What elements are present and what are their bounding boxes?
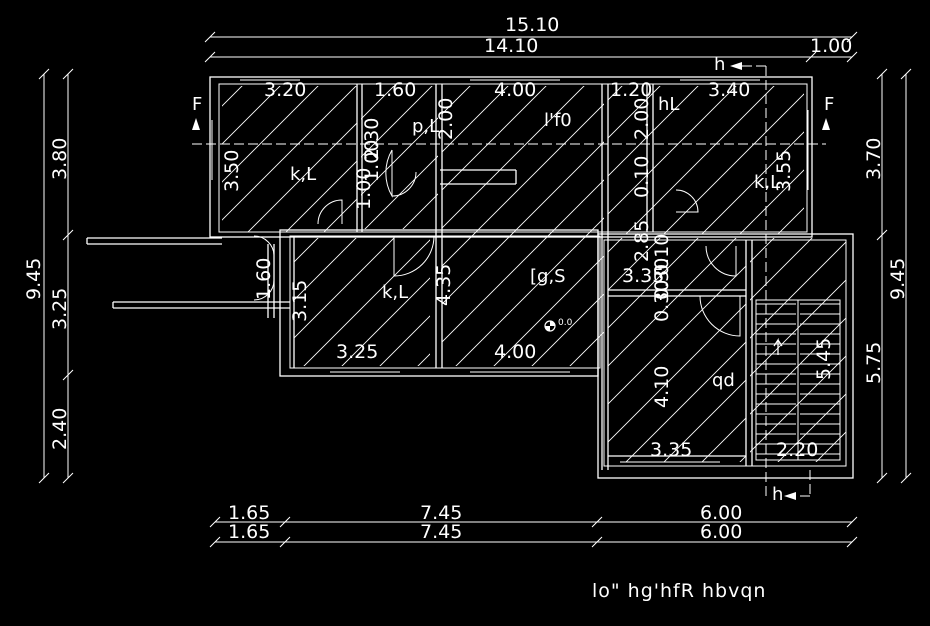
section-mark-top: h — [714, 54, 725, 75]
dimension-lines — [38, 31, 912, 548]
dim-left-3: 2.40 — [49, 408, 71, 450]
dim-bottom-1a: 1.65 — [228, 502, 270, 524]
top-center-label: l'f0 — [544, 110, 572, 131]
dim-bottom-2b: 7.45 — [420, 521, 462, 543]
hatch-c5 — [294, 238, 430, 366]
dim-right-overall: 9.45 — [887, 258, 909, 300]
small-top-dim-5: 0.30 — [651, 258, 673, 300]
room2-label: k,L — [382, 282, 408, 303]
section-mark-bottom: h — [772, 484, 783, 505]
section-arrow-bottom-icon — [784, 492, 796, 500]
wc-width: 1.60 — [374, 79, 416, 101]
hatch-c4 — [608, 86, 804, 234]
dim-left-overall: 9.45 — [23, 258, 45, 300]
top-right-width: 3.40 — [708, 79, 750, 101]
right-mid-width: 3.35 — [622, 265, 664, 287]
dim-left-2: 3.25 — [49, 288, 71, 330]
section-mark-right: F — [824, 94, 834, 115]
dim-right-1: 3.70 — [863, 138, 885, 180]
dim-top-overall: 15.10 — [505, 14, 559, 36]
hatch-c7 — [750, 238, 846, 462]
dim-bottom-2a: 7.45 — [420, 502, 462, 524]
dim-right-2: 5.75 — [863, 342, 885, 384]
windows — [211, 79, 809, 463]
hatch-c1 — [222, 86, 357, 232]
stair-width: 2.20 — [776, 439, 818, 461]
room1-width: 3.20 — [264, 79, 306, 101]
section-arrow-right-icon — [822, 118, 830, 130]
top-right-label2: hL — [658, 94, 679, 115]
small-top-dim-3: 2.85 — [631, 220, 653, 262]
small-top-dim-4: 0.10 — [651, 234, 673, 276]
section-mark-left: F — [192, 94, 202, 115]
dim-top-right: 1.00 — [810, 35, 852, 57]
pasage-label: p,L — [412, 116, 439, 137]
hatch-c6 — [608, 238, 746, 462]
small-top-dim-1: 2.00 — [631, 98, 653, 140]
kitchen-label: qd — [712, 370, 735, 391]
dim-bottom-1b: 1.65 — [228, 521, 270, 543]
room2-side: 1.60 — [253, 258, 275, 300]
stair-treads — [756, 300, 840, 460]
wc-d2: 1.00 — [353, 168, 375, 210]
section-lines — [192, 62, 830, 500]
dim-bottom-3a: 6.00 — [700, 502, 742, 524]
stair-depth: 5.45 — [813, 338, 835, 380]
room1-depth: 3.50 — [221, 150, 243, 192]
hatch-c2 — [361, 86, 438, 229]
pasage-dim: 2.00 — [435, 98, 457, 140]
wc-depth: 2.30 — [361, 118, 383, 160]
top-right-label: k,L — [754, 172, 780, 193]
dim-left-1: 3.80 — [49, 138, 71, 180]
drawing-title: lo" hg'hfR hbvqn — [592, 580, 766, 602]
small-top-dim-2: 0.10 — [631, 156, 653, 198]
level-value: 0.0 — [558, 318, 573, 328]
room2-depth: 3.15 — [289, 280, 311, 322]
exterior-lines — [86, 237, 290, 318]
living-label: [g,S — [530, 266, 566, 287]
right-mid-dim: 0.30 — [651, 280, 673, 322]
living-depth: 4.35 — [433, 264, 455, 306]
room1-label: k,L — [290, 164, 316, 185]
top-right-depth: 3.55 — [773, 150, 795, 192]
level-marker-icon — [544, 320, 556, 332]
wc-d3: 1.00 — [361, 140, 383, 182]
section-arrow-left-icon — [192, 118, 200, 130]
living-width: 4.00 — [494, 341, 536, 363]
dim-top-main: 14.10 — [484, 35, 538, 57]
hatch-c3 — [442, 86, 604, 366]
dim-bottom-3b: 6.00 — [700, 521, 742, 543]
top-center-width: 4.00 — [494, 79, 536, 101]
stair-arrow-icon — [773, 337, 783, 355]
kitchen-depth: 4.10 — [651, 366, 673, 408]
kitchen-width: 3.35 — [650, 439, 692, 461]
hatch-pattern — [222, 86, 846, 462]
section-arrow-top-icon — [730, 62, 742, 70]
small-top-width: 1.20 — [610, 79, 652, 101]
doors — [253, 149, 741, 337]
room2-width: 3.25 — [336, 341, 378, 363]
